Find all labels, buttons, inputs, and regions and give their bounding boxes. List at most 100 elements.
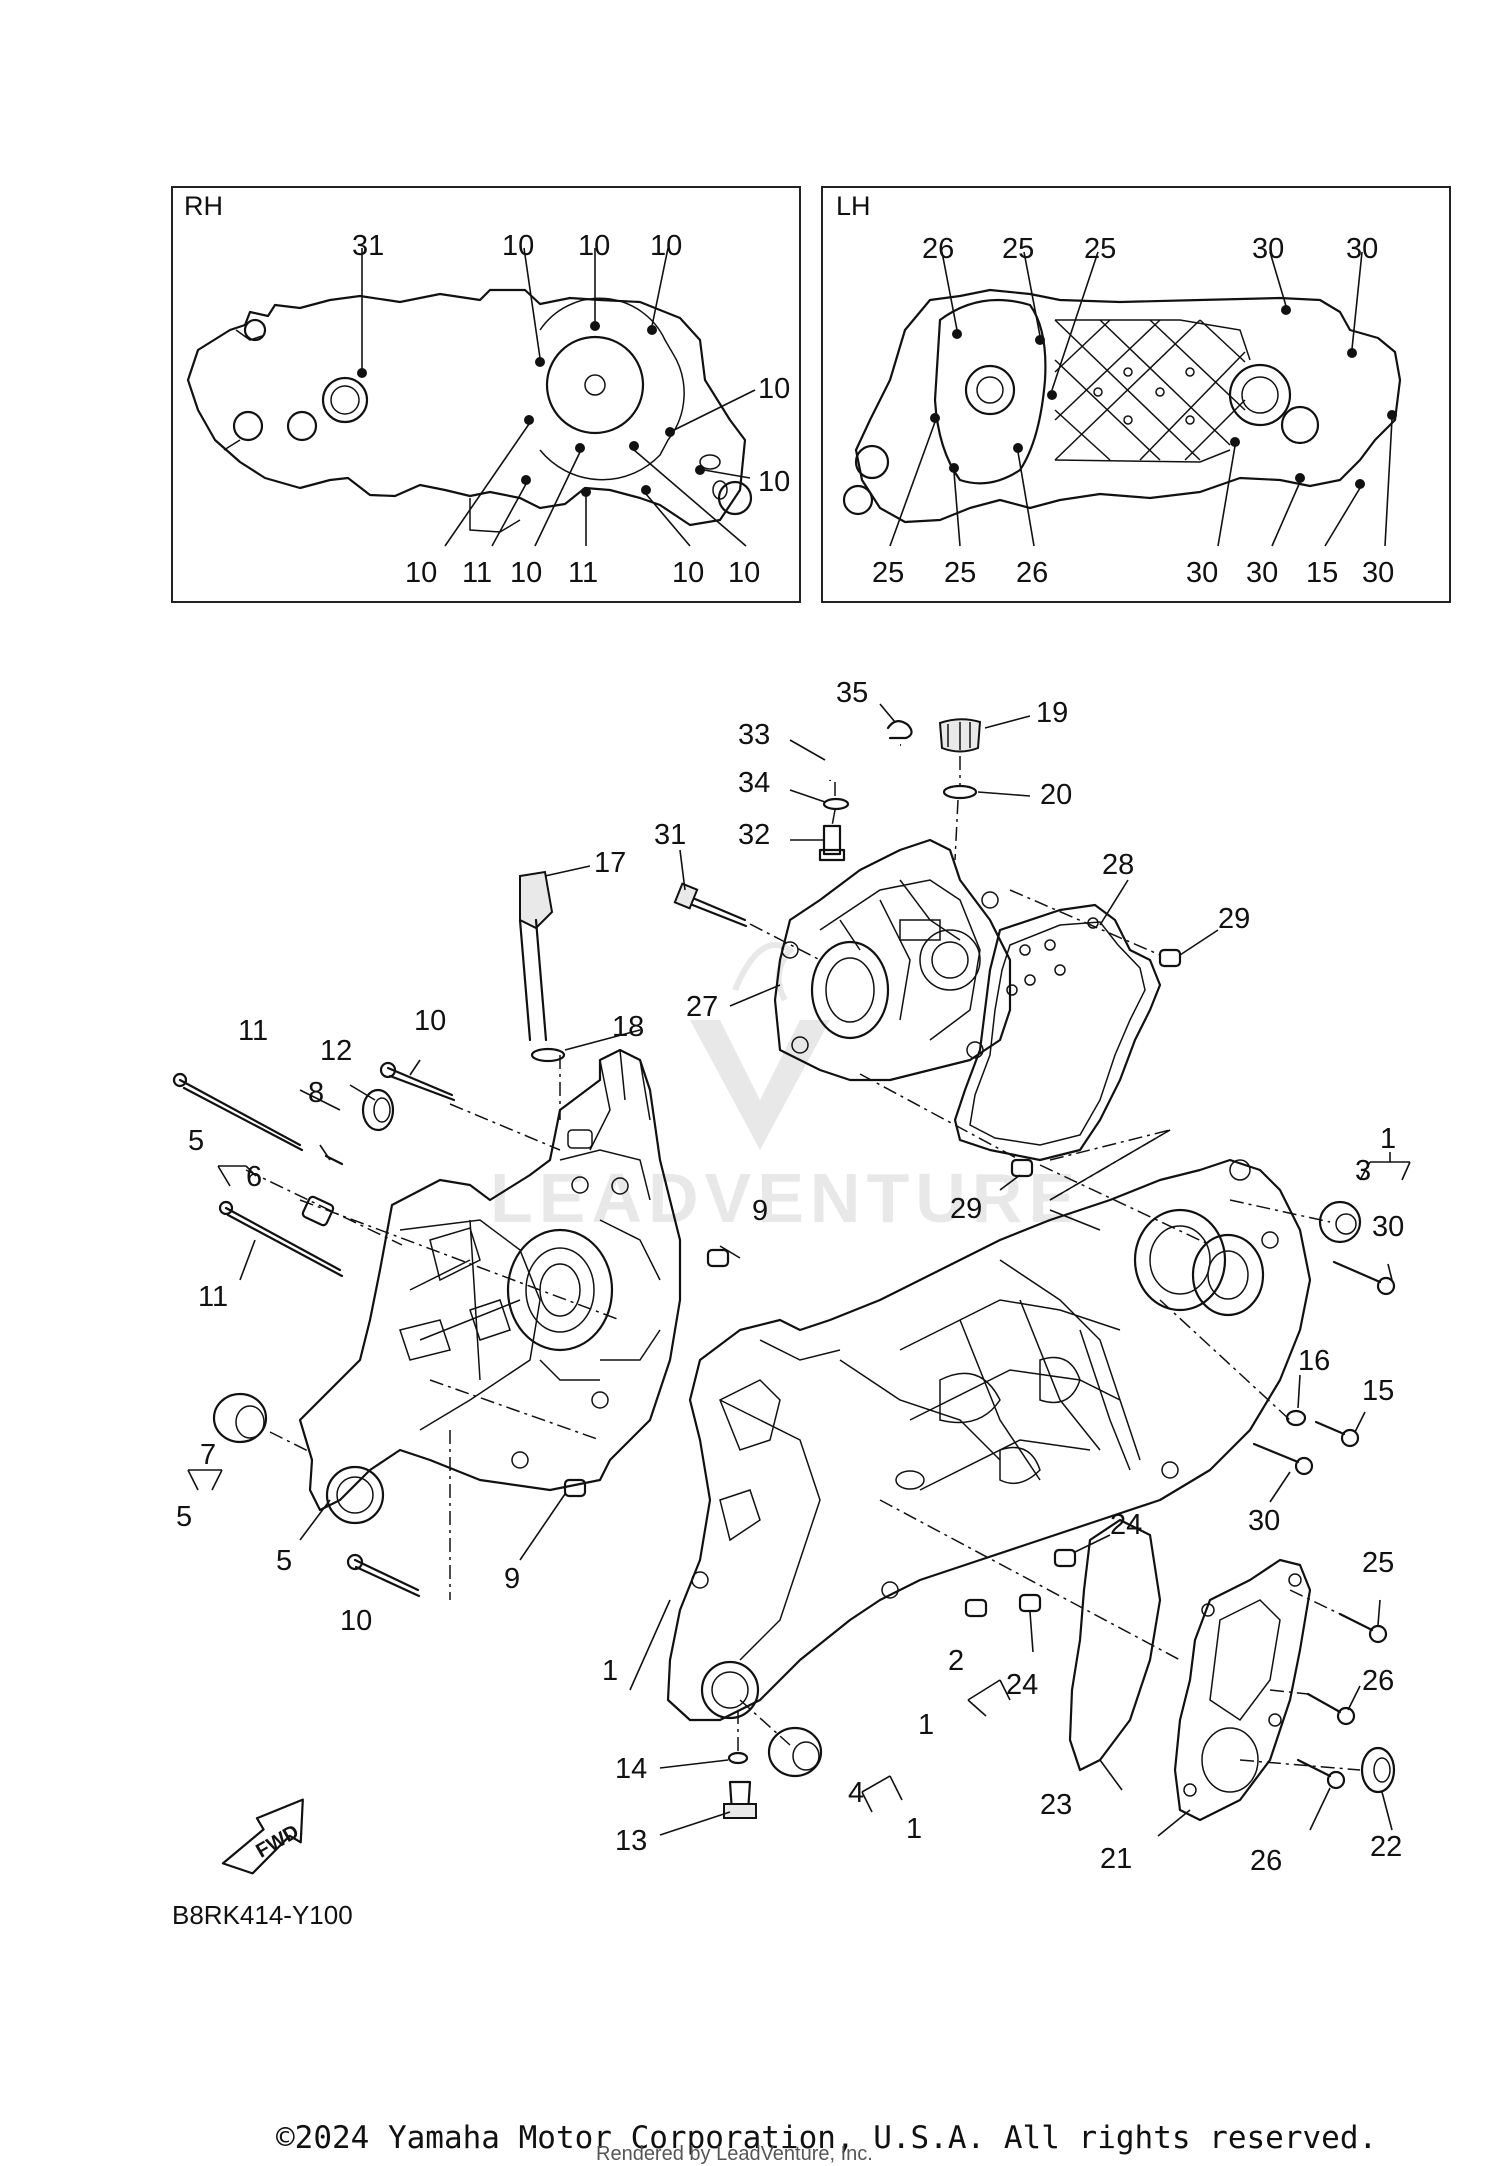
dowel-24-upper [1053, 1548, 1077, 1568]
lh-callout: 25 [1084, 233, 1116, 265]
hose-clip-34 [822, 797, 850, 811]
lh-callouts: 26 25 25 30 30 25 25 26 30 30 15 30 [872, 233, 1394, 589]
callout-22: 22 [1370, 1831, 1402, 1863]
lh-bolt-dots [930, 305, 1397, 489]
lh-callout: 25 [944, 557, 976, 589]
callout-26: 26 [1250, 1845, 1282, 1877]
rh-callout: 10 [758, 466, 790, 498]
lh-callout: 30 [1346, 233, 1378, 265]
bolt-25 [1338, 1612, 1388, 1644]
crankcase-cover [773, 838, 1012, 1082]
callout-9: 9 [504, 1563, 520, 1595]
breather-hose-fill [823, 739, 901, 781]
callout-12: 12 [320, 1035, 352, 1067]
bolt-10-lower [346, 1553, 421, 1598]
lh-cover-outline [933, 298, 1047, 485]
footer-rendered-by: Rendered by LeadVenture, Inc. [596, 2143, 873, 2165]
lh-callout: 26 [1016, 557, 1048, 589]
crankshaft-bearing-bore [506, 1228, 614, 1352]
washer-16 [1285, 1409, 1307, 1427]
callout-10: 10 [414, 1005, 446, 1037]
lh-callout: 25 [1002, 233, 1034, 265]
callout-31: 31 [654, 819, 686, 851]
dowel-24-lower [1018, 1593, 1042, 1613]
callout-leaders [187, 703, 1411, 1837]
callout-10: 10 [340, 1605, 372, 1637]
callout-3: 3 [1355, 1155, 1371, 1187]
callout-7: 7 [200, 1439, 216, 1471]
callout-18: 18 [612, 1011, 644, 1043]
o-ring-20 [942, 784, 978, 800]
lh-leader-lines [889, 251, 1393, 547]
rh-callout: 10 [728, 557, 760, 589]
rh-callout: 31 [352, 230, 384, 262]
callout-29: 29 [1218, 903, 1250, 935]
o-ring-18 [530, 1047, 566, 1063]
callout-17: 17 [594, 847, 626, 879]
callout-16: 16 [1298, 1345, 1330, 1377]
gasket-14 [727, 1751, 749, 1765]
callout-24: 24 [1110, 1509, 1142, 1541]
bolt-26-upper [1306, 1692, 1356, 1726]
drain-bolt-13 [723, 1780, 757, 1819]
breather-fitting [818, 824, 846, 862]
lh-callout: 30 [1186, 557, 1218, 589]
callout-20: 20 [1040, 779, 1072, 811]
callout-26: 26 [1362, 1665, 1394, 1697]
rh-callout: 10 [672, 557, 704, 589]
bolt-30-upper [1332, 1260, 1396, 1296]
footer-copyright: ©2024 Yamaha Motor Corporation, U.S.A. A… [276, 2120, 1377, 2156]
bushing-7 [212, 1392, 268, 1444]
callout-11: 11 [198, 1281, 228, 1313]
rh-callouts: 31 10 10 10 10 10 10 11 10 11 10 10 [352, 230, 790, 589]
callout-9: 9 [752, 1195, 768, 1227]
callout-35: 35 [836, 677, 868, 709]
callout-1: 1 [602, 1655, 618, 1687]
lh-callout: 15 [1306, 557, 1338, 589]
dowel-29-lower [1010, 1158, 1034, 1178]
fwd-label: FWD [252, 1821, 302, 1863]
side-cover [1173, 1558, 1312, 1822]
oil-seal-22 [1360, 1746, 1396, 1794]
lh-callout: 30 [1252, 233, 1284, 265]
rh-callout: 10 [650, 230, 682, 262]
lh-rib-lattice [1054, 319, 1246, 461]
callout-23: 23 [1040, 1789, 1072, 1821]
dowel-6 [301, 1195, 335, 1227]
lh-callout: 30 [1246, 557, 1278, 589]
callout-6: 6 [246, 1161, 262, 1193]
rh-bolt-dots [357, 321, 705, 497]
callout-5: 5 [176, 1501, 192, 1533]
callout-labels: 1 3 30 16 15 30 24 25 26 24 2 1 1 23 21 … [176, 677, 1404, 1877]
rh-callout: 10 [578, 230, 610, 262]
rh-callout: 10 [502, 230, 534, 262]
assembly-lines [245, 756, 1361, 1771]
watermark-logo [690, 1020, 830, 1150]
bushing-3 [1318, 1200, 1362, 1244]
lh-main-bearing [1133, 1208, 1227, 1312]
gasket [953, 903, 1162, 1162]
callout-27: 27 [686, 991, 718, 1023]
lh-inset-title: LH [836, 191, 871, 221]
diagram-code: B8RK414-Y100 [172, 1900, 353, 1930]
callout-4: 4 [848, 1777, 864, 1809]
callout-11: 11 [238, 1015, 268, 1047]
bushing-4 [767, 1726, 823, 1778]
watermark: LEADVENTURE [490, 942, 1075, 1237]
callout-30: 30 [1248, 1505, 1280, 1537]
dowel-29-upper [1158, 948, 1182, 968]
rh-inset-frame [171, 186, 801, 603]
callout-28: 28 [1102, 849, 1134, 881]
callout-5: 5 [188, 1125, 204, 1157]
lh-crankcase-outline [842, 288, 1402, 524]
callout-1: 1 [918, 1709, 934, 1741]
bolt-11-upper [172, 1072, 304, 1152]
fwd-arrow-icon: FWD [221, 1798, 304, 1875]
rh-leader-lines [361, 247, 756, 547]
lh-callout: 30 [1362, 557, 1394, 589]
callout-19: 19 [1036, 697, 1068, 729]
callout-1: 1 [1380, 1123, 1396, 1155]
rh-callout: 10 [510, 557, 542, 589]
dowel-9-upper [706, 1248, 730, 1268]
lh-callout: 25 [872, 557, 904, 589]
